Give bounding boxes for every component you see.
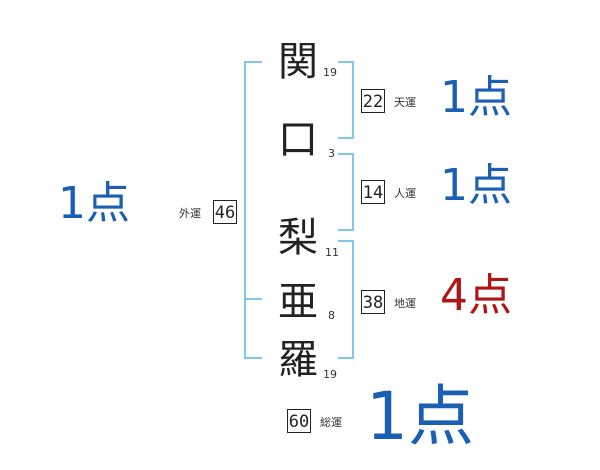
- jin-fortune-label: 人運: [394, 187, 416, 200]
- outer-bracket-vertical: [244, 61, 246, 359]
- total-fortune-label: 総運: [320, 416, 342, 429]
- name-char-2: 口: [278, 117, 318, 163]
- ten-bracket-vertical: [352, 61, 354, 139]
- stroke-count-5: 19: [323, 368, 337, 381]
- jin-fortune-value: 14: [361, 180, 385, 204]
- stroke-count-3: 11: [325, 246, 339, 259]
- name-char-4: 亜: [278, 279, 318, 325]
- chi-fortune-label: 地運: [394, 297, 416, 310]
- gai-fortune-label: 外運: [179, 207, 201, 220]
- chi-bracket-vertical: [352, 240, 354, 359]
- chi-fortune-score: 4点: [440, 270, 512, 321]
- outer-bracket-top: [244, 61, 262, 63]
- jin-bracket-bottom: [338, 229, 354, 231]
- stroke-count-4: 8: [328, 309, 335, 322]
- ten-fortune-score: 1点: [440, 72, 512, 123]
- jin-bracket-top: [338, 153, 354, 155]
- ten-bracket-top: [338, 61, 354, 63]
- jin-bracket-vertical: [352, 153, 354, 231]
- ten-fortune-value: 22: [361, 89, 385, 113]
- outer-bracket-mid: [244, 298, 262, 300]
- chi-bracket-top: [338, 240, 354, 242]
- name-char-5: 羅: [278, 337, 318, 383]
- total-fortune-value: 60: [287, 409, 311, 433]
- stroke-count-2: 3: [328, 147, 335, 160]
- gai-fortune-value: 46: [213, 200, 237, 224]
- chi-bracket-bottom: [338, 357, 354, 359]
- ten-bracket-bottom: [338, 137, 354, 139]
- outer-bracket-bottom: [244, 357, 262, 359]
- stroke-count-1: 19: [323, 66, 337, 79]
- total-fortune-score: 1点: [366, 378, 474, 455]
- ten-fortune-label: 天運: [394, 96, 416, 109]
- jin-fortune-score: 1点: [440, 160, 512, 211]
- name-char-1: 関: [278, 39, 318, 85]
- chi-fortune-value: 38: [361, 290, 385, 314]
- gai-fortune-score: 1点: [58, 178, 130, 229]
- name-char-3: 梨: [278, 215, 318, 261]
